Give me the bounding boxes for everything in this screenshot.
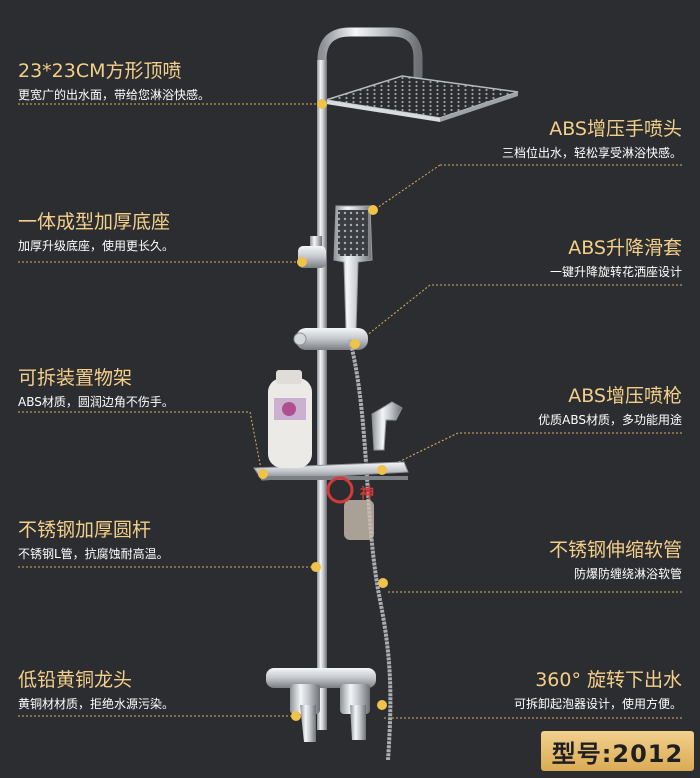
- feature-right-2: ABS升降滑套 一键升降旋转花洒座设计: [550, 236, 682, 281]
- dot-right-1: [368, 205, 378, 215]
- feature-left-3: 可拆装置物架 ABS材质，圆润边角不伤手。: [18, 366, 174, 411]
- feature-desc: 三档位出水，轻松享受淋浴快感。: [501, 146, 682, 160]
- feature-desc: 防爆防缠绕淋浴软管: [573, 567, 682, 581]
- model-number: 型号:2012: [551, 739, 684, 768]
- feature-title: ABS升降滑套: [568, 237, 682, 259]
- dot-left-5: [291, 711, 301, 721]
- feature-left-1: 23*23CM方形顶喷 更宽广的出水面，带给您淋浴快感。: [18, 59, 210, 104]
- feature-title: ABS增压喷枪: [568, 385, 682, 407]
- feature-title: 不锈钢加厚圆杆: [18, 519, 152, 541]
- model-badge: 型号:2012: [541, 731, 694, 771]
- feature-title: 不锈钢伸缩软管: [548, 539, 682, 561]
- dot-left-1: [317, 99, 327, 109]
- feature-title: 23*23CM方形顶喷: [18, 60, 182, 82]
- feature-desc: 更宽广的出水面，带给您淋浴快感。: [18, 88, 211, 102]
- feature-desc: ABS材质，圆润边角不伤手。: [18, 395, 174, 409]
- feature-desc: 黄铜材材质，拒绝水源污染。: [18, 697, 175, 711]
- feature-title: ABS增压手喷头: [549, 118, 682, 140]
- feature-title: 一体成型加厚底座: [18, 211, 171, 233]
- feature-left-4: 不锈钢加厚圆杆 不锈钢L管，抗腐蚀耐高温。: [18, 518, 169, 563]
- feature-right-4: 不锈钢伸缩软管 防爆防缠绕淋浴软管: [549, 538, 682, 583]
- feature-left-5: 低铅黄铜龙头 黄铜材材质，拒绝水源污染。: [18, 668, 174, 713]
- dot-left-4: [311, 562, 321, 572]
- feature-right-5: 360° 旋转下出水 可拆卸起泡器设计，使用方便。: [514, 668, 682, 713]
- dot-right-2: [350, 339, 360, 349]
- feature-title: 低铅黄铜龙头: [18, 669, 133, 691]
- dot-right-5: [377, 700, 387, 710]
- dot-left-2: [297, 257, 307, 267]
- feature-title: 可拆装置物架: [18, 367, 133, 389]
- feature-desc: 加厚升级底座，使用更长久。: [18, 239, 175, 253]
- feature-left-2: 一体成型加厚底座 加厚升级底座，使用更长久。: [18, 210, 174, 255]
- watermark-text: 神: [360, 486, 374, 502]
- feature-desc: 可拆卸起泡器设计，使用方便。: [513, 697, 682, 711]
- dot-right-4: [378, 578, 388, 588]
- feature-right-1: ABS增压手喷头 三档位出水，轻松享受淋浴快感。: [502, 117, 682, 162]
- dot-left-3: [258, 469, 268, 479]
- feature-desc: 一键升降旋转花洒座设计: [549, 265, 682, 279]
- feature-title: 360° 旋转下出水: [535, 669, 682, 691]
- feature-desc: 优质ABS材质，多功能用途: [538, 413, 682, 427]
- dot-right-3: [377, 465, 387, 475]
- feature-desc: 不锈钢L管，抗腐蚀耐高温。: [18, 547, 169, 561]
- feature-right-3: ABS增压喷枪 优质ABS材质，多功能用途: [538, 384, 682, 429]
